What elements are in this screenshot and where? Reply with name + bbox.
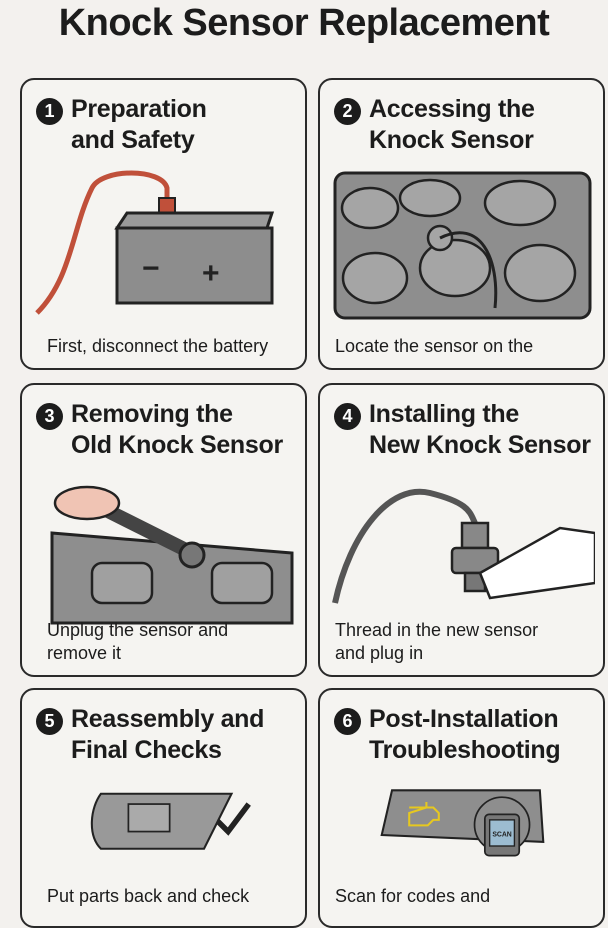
scan-tool-icon: SCAN: [380, 789, 545, 857]
step-3-panel: 3 Removing the Old Knock Sensor Unplug th…: [20, 383, 307, 677]
step-title: Preparation and Safety: [71, 95, 207, 154]
step-caption: First, disconnect the battery: [47, 336, 269, 356]
step-title: Post-Installation Troubleshooting: [369, 705, 561, 764]
check-engine-icon: [408, 802, 440, 827]
step-title: Installing the New Knock Sensor: [369, 400, 591, 459]
svg-text:SCAN: SCAN: [492, 831, 511, 838]
svg-text:+: +: [202, 257, 220, 290]
step-4-panel: 4 Installing the New Knock Sensor Thread …: [318, 383, 605, 677]
step-caption: Unplug the sensor and remove it: [47, 620, 229, 663]
step-1-panel: 1 Preparation and Safety − + First, disco…: [20, 78, 307, 370]
reassembly-check-icon: [90, 792, 251, 850]
install-sensor-icon: [332, 488, 595, 604]
step-2-panel: 2 Accessing the Knock Sensor Locate the s…: [318, 78, 605, 370]
step-number: 1: [36, 98, 63, 125]
page-title: Knock Sensor Replacement: [58, 2, 550, 44]
step-title: Accessing the Knock Sensor: [369, 95, 535, 154]
step-number: 4: [334, 403, 361, 430]
step-number: 2: [334, 98, 361, 125]
svg-text:−: −: [142, 252, 160, 285]
step-number: 6: [334, 708, 361, 735]
step-title: Reassembly and Final Checks: [71, 705, 265, 764]
step-caption: Scan for codes and: [335, 886, 491, 906]
battery-icon: − +: [35, 170, 275, 315]
step-title: Removing the Old Knock Sensor: [71, 400, 283, 459]
step-number: 5: [36, 708, 63, 735]
engine-bay-icon: [333, 171, 592, 320]
step-caption: Put parts back and check: [47, 886, 250, 906]
step-number: 3: [36, 403, 63, 430]
step-5-panel: 5 Reassembly and Final Checks Put parts b…: [20, 688, 307, 928]
step-caption: Thread in the new sensor and plug in: [335, 620, 539, 663]
unplug-sensor-icon: [50, 485, 294, 625]
checkmark-icon: [215, 802, 251, 836]
step-caption: Locate the sensor on the: [335, 336, 534, 356]
